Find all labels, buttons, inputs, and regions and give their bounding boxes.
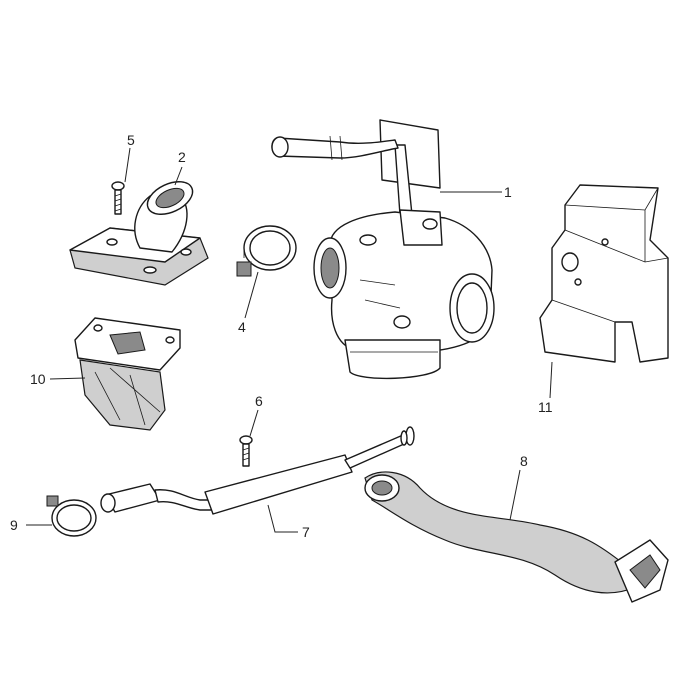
part-11-heat-shield (539, 184, 669, 363)
callout-1: 1 (504, 184, 512, 200)
part-2-intake-manifold (69, 181, 209, 286)
callout-2: 2 (178, 149, 186, 165)
callout-9: 9 (10, 517, 18, 533)
part-10-reed-valve (74, 317, 181, 431)
part-5-screw (111, 181, 125, 215)
callout-5: 5 (127, 132, 135, 148)
callout-10: 10 (30, 371, 46, 387)
part-6-screw (239, 435, 253, 467)
callout-7: 7 (302, 524, 310, 540)
callout-8: 8 (520, 453, 528, 469)
part-4-hose-clamp (236, 225, 297, 277)
leader-lines (26, 147, 553, 533)
callout-11: 11 (538, 399, 553, 415)
part-1-carburettor (271, 119, 495, 380)
callout-4: 4 (238, 319, 246, 335)
callout-6: 6 (255, 393, 263, 409)
part-8-intake-hose (364, 471, 669, 603)
part-7-fuel-line-assembly (100, 426, 415, 515)
part-9-clamp (46, 495, 97, 537)
